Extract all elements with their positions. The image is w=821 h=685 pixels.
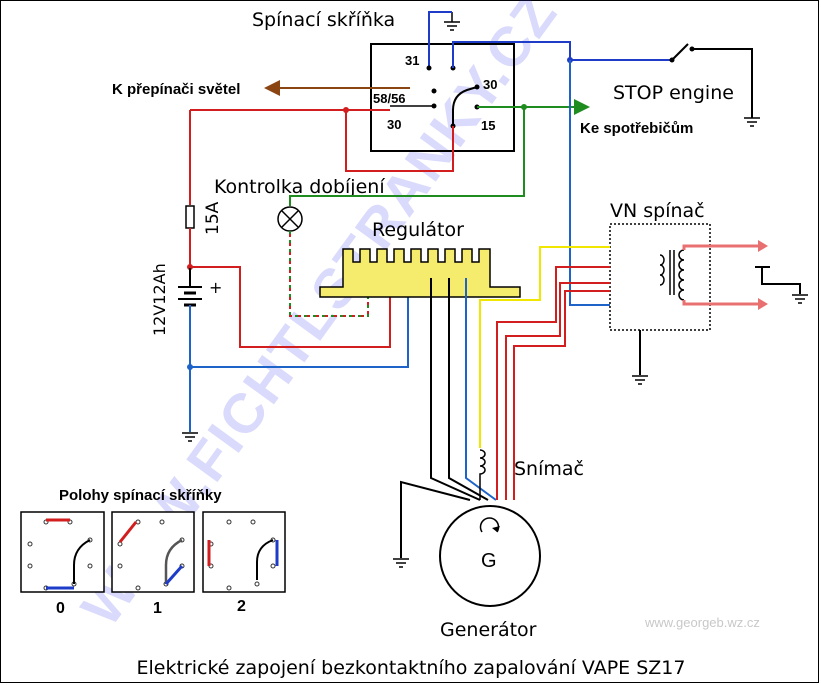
position-box-0 <box>20 511 105 593</box>
label-stop-engine: STOP engine <box>613 82 734 104</box>
wire-stop-ground <box>692 48 753 118</box>
terminal-58-56: 58/56 <box>373 91 406 106</box>
wire-red-vn-3 <box>513 290 610 500</box>
position-box-2 <box>202 511 286 593</box>
ground-icon-spark <box>792 294 808 304</box>
position-box-1 <box>111 511 195 593</box>
wire-blue-stop-vn <box>569 60 610 306</box>
label-battery-plus: + <box>209 278 222 297</box>
wire-stop-engine-blue <box>452 41 571 68</box>
fuse <box>185 205 195 229</box>
switchbox-contact-arm <box>452 86 478 126</box>
ignition-coil-icon <box>659 249 685 301</box>
label-battery: 12V12Ah <box>150 263 169 336</box>
position-label-1: 1 <box>153 600 162 617</box>
snimac-coil-icon <box>479 449 486 500</box>
label-ke-spotrebicum: Ke spotřebičům <box>580 120 693 137</box>
battery <box>178 268 202 307</box>
regulator-body <box>319 248 521 298</box>
diagram-title: Elektrické zapojení bezkontaktního zapal… <box>137 657 686 679</box>
label-vn-spinac: VN spínač <box>610 200 705 222</box>
position-label-2: 2 <box>237 598 246 615</box>
wire-green-lamp <box>289 107 525 206</box>
label-kontrolka: Kontrolka dobíjení <box>214 176 385 198</box>
wire-red-regulator <box>190 266 391 348</box>
label-regulator: Regulátor <box>372 219 464 241</box>
wire-red-vn-1 <box>496 266 610 500</box>
stop-switch-blade <box>671 43 689 61</box>
positions-title: Polohy spínací skříňky <box>59 487 222 504</box>
spark-plug-bottom-icon <box>758 298 768 310</box>
label-fuse: 15A <box>203 201 223 235</box>
terminal-30-left: 30 <box>387 117 401 132</box>
ground-icon-battery <box>182 432 198 442</box>
position-label-0: 0 <box>56 600 65 617</box>
terminal-30-right: 30 <box>483 77 497 92</box>
terminal-15: 15 <box>481 118 495 133</box>
label-generator: Generátor <box>440 619 537 641</box>
label-snimac: Snímač <box>514 458 584 480</box>
indicator-lamp-icon <box>277 206 303 232</box>
switchbox-body <box>370 43 515 152</box>
wire-31-ground <box>428 11 452 66</box>
wire-ht-bottom <box>682 300 760 306</box>
wire-regulator-gen-2 <box>448 278 489 501</box>
wire-blue-regulator <box>190 278 409 368</box>
wire-generator-ground <box>400 480 471 558</box>
label-k-prepinaci: K přepínači světel <box>112 81 240 98</box>
source-url: www.georgeb.wz.cz <box>644 615 760 630</box>
wire-spark-ground <box>761 267 801 294</box>
switchbox-title: Spínací skříňka <box>252 9 395 31</box>
wire-red-battery <box>190 109 454 172</box>
wire-regulator-gen-1 <box>430 278 481 501</box>
terminal-31: 31 <box>405 53 419 68</box>
ground-icon-stop <box>744 117 760 127</box>
wire-regulator-gen-3 <box>465 278 497 501</box>
ground-icon-generator <box>393 558 409 568</box>
generator-symbol: G <box>481 550 497 572</box>
ground-icon-switchbox <box>444 12 460 31</box>
wire-ht-top <box>682 244 760 250</box>
ground-icon-vn <box>632 375 648 385</box>
spark-plug-top-icon <box>758 240 768 252</box>
rotation-arrowhead-icon <box>492 526 500 532</box>
vn-spinac-box <box>609 223 711 331</box>
generator-icon <box>439 505 541 607</box>
wire-red-vn-2 <box>505 282 610 500</box>
wire-yellow-snimac <box>479 246 610 448</box>
